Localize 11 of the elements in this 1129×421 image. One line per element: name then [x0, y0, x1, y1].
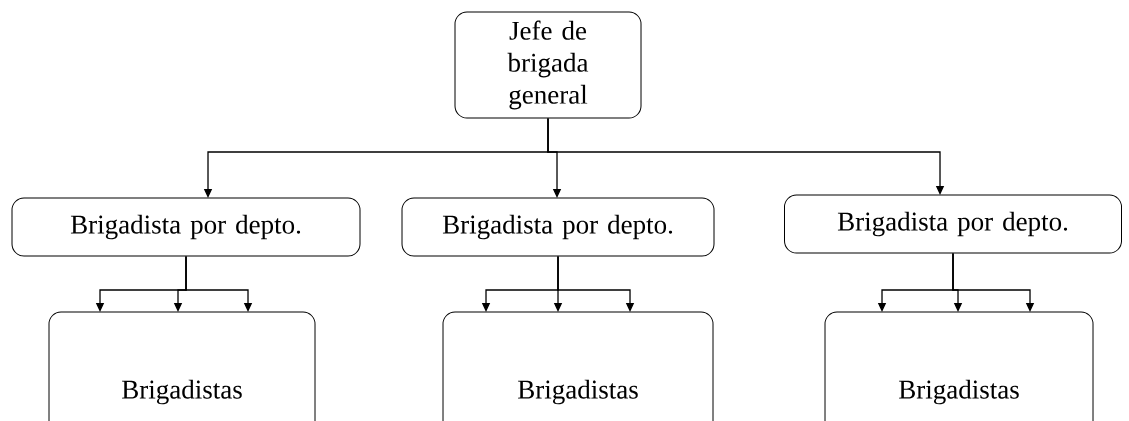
arrow — [185, 255, 253, 312]
org-box: Brigadista por depto. — [401, 197, 715, 257]
org-box: Brigadistas — [48, 311, 316, 421]
org-box: Jefe de brigada general — [454, 11, 642, 119]
org-box: Brigadista por depto. — [11, 197, 361, 257]
org-box: Brigadistas — [442, 311, 714, 421]
org-box: Brigadistas — [824, 311, 1094, 421]
arrow — [557, 255, 635, 312]
arrow — [547, 117, 945, 195]
arrow — [952, 252, 1035, 312]
org-box: Brigadista por depto. — [784, 194, 1122, 254]
